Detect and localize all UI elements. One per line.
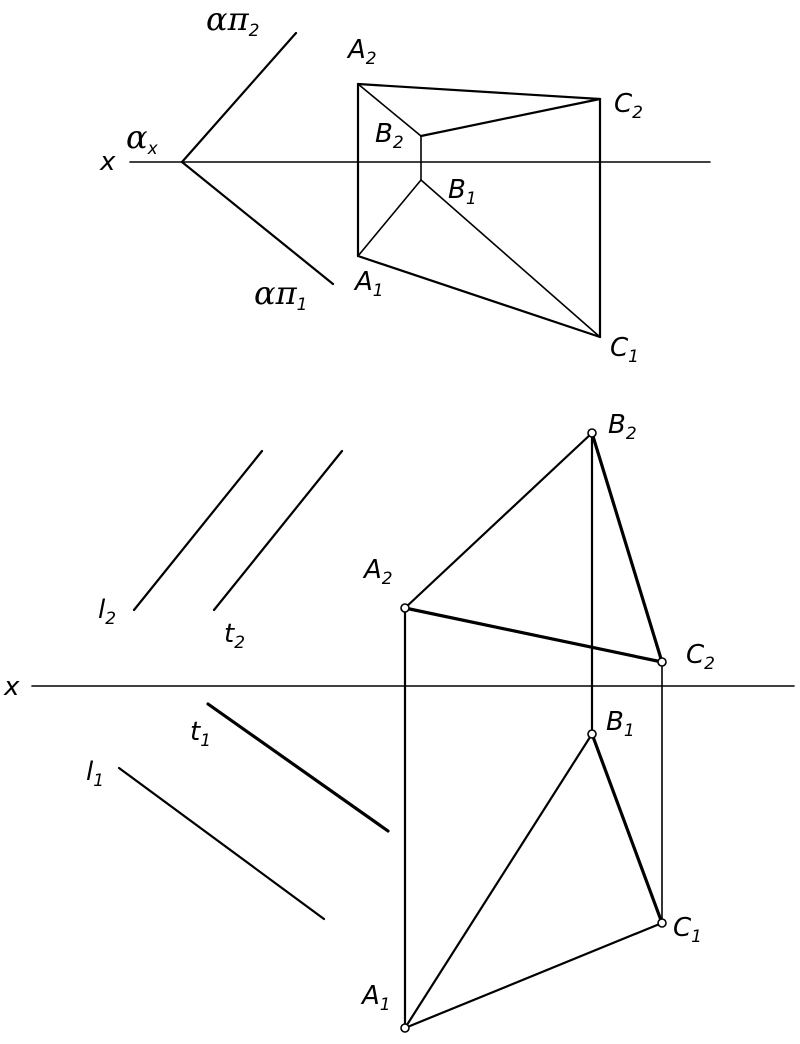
top-edge-A1-B1 [357,179,422,257]
top-edge-B2-C2 [419,97,602,138]
bottom-edge-A1-C1 [403,921,664,1030]
top-edge-B1-C1 [420,179,601,338]
line-t2 [212,449,344,612]
label-top-C1: C1 [610,333,639,367]
top-edge-A1-C1 [356,254,602,339]
line-t1 [206,702,390,833]
label-bottom-A2: A2 [362,555,393,589]
point-B2 [587,428,597,438]
label-top-A1: A1 [353,267,384,301]
label-bottom-B2: B2 [608,410,637,444]
top-edge-A2-B2 [357,83,422,137]
bottom-figure: x l2 t2 t1 l1 A2 B2 C2 B1 C1 A1 [3,410,795,1033]
top-axis-label: x [99,147,116,177]
label-t2: t2 [224,619,245,653]
label-top-C2: C2 [614,89,643,123]
point-C1 [657,918,667,928]
label-bottom-C1: C1 [673,913,702,947]
bottom-edge-A1-B1 [403,732,594,1030]
line-l2 [132,449,264,612]
label-l1: l1 [86,757,104,791]
point-A2 [400,603,410,613]
top-figure: x αx απ2 απ1 A2 B2 C2 A1 B1 C1 [99,0,711,367]
label-top-A2: A2 [346,35,377,69]
label-bottom-B1: B1 [606,707,635,741]
label-top-B2: B2 [375,119,404,153]
line-l1 [117,766,326,921]
trace-alpha-pi1 [180,160,335,286]
label-alpha-pi2: απ2 [206,0,259,41]
label-bottom-A1: A1 [360,981,391,1015]
top-edge-A2-C2 [356,82,602,101]
point-A1 [400,1023,410,1033]
label-t1: t1 [190,717,211,751]
point-C2 [657,657,667,667]
point-B1 [587,729,597,739]
label-l2: l2 [98,595,116,629]
label-alpha-pi1: απ1 [254,274,307,315]
bottom-edge-A2-B2 [403,431,594,610]
label-bottom-C2: C2 [686,640,715,674]
bottom-edge-B2-C2 [590,431,664,664]
trace-alpha-pi2 [180,31,298,164]
bottom-edge-B1-C1 [590,732,664,925]
bottom-edge-A2-C2 [403,606,664,664]
label-alpha-x: αx [126,118,159,159]
label-top-B1: B1 [448,175,477,209]
bottom-axis-label: x [3,672,20,702]
